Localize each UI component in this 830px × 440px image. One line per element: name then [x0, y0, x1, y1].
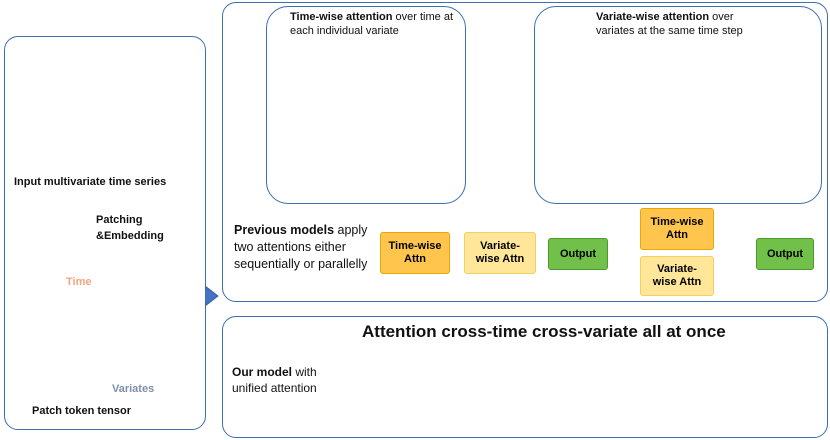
seq-output-label: Output	[559, 247, 597, 260]
previous-models-line2: two attentions either	[234, 240, 346, 254]
our-model-rest: with	[292, 365, 317, 379]
par-output-box: Output	[756, 238, 814, 270]
previous-models-line3: sequentially or parallelly	[234, 257, 368, 271]
input-series-label: Input multivariate time series	[14, 176, 167, 188]
patching-label: Patching	[96, 214, 143, 226]
our-model-title: Attention cross-time cross-variate all a…	[362, 322, 726, 341]
our-model-line2: unified attention	[232, 381, 317, 395]
variatewise-title-line2: variates at the same time step	[596, 25, 743, 37]
variatewise-attention-subpanel	[534, 6, 822, 204]
time-axis-label: Time	[66, 276, 92, 288]
variatewise-title: Variate-wise attention over variates at …	[596, 10, 743, 38]
seq-output-box: Output	[548, 238, 608, 270]
previous-models-rest: apply	[334, 223, 368, 237]
par-variatewise-attn-label: Variate-wise Attn	[652, 263, 702, 288]
seq-variatewise-attn-label: Variate-wise Attn	[475, 240, 525, 265]
embedding-label: &Embedding	[96, 230, 164, 242]
timewise-title-rest: over time at	[392, 11, 454, 23]
seq-variatewise-attn-box: Variate-wise Attn	[464, 232, 536, 274]
previous-models-text: Previous models apply two attentions eit…	[234, 222, 367, 273]
previous-models-bold: Previous models	[234, 223, 335, 237]
par-variatewise-attn-box: Variate-wise Attn	[640, 256, 714, 296]
variates-axis-label: Variates	[112, 383, 155, 395]
our-model-text: Our model with unified attention	[232, 364, 317, 396]
our-model-bold: Our model	[232, 365, 293, 379]
variatewise-title-bold: Variate-wise attention	[596, 11, 710, 23]
variatewise-title-rest: over	[709, 11, 734, 23]
timewise-attention-subpanel	[266, 6, 466, 204]
par-output-label: Output	[766, 247, 804, 260]
timewise-title: Time-wise attention over time at each in…	[290, 10, 453, 38]
tensor-label: Patch token tensor	[32, 405, 132, 417]
input-panel	[4, 36, 206, 430]
timewise-title-line2: each individual variate	[290, 25, 399, 37]
our-model-panel	[222, 316, 828, 438]
timewise-title-bold: Time-wise attention	[290, 11, 393, 23]
